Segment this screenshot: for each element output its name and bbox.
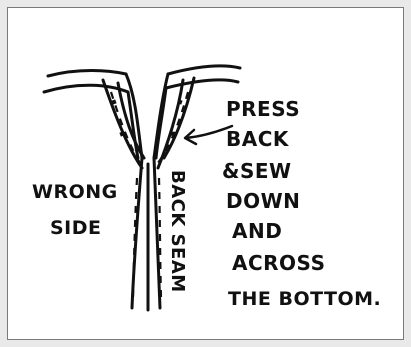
instruction-line-7: THE BOTTOM. (228, 288, 381, 310)
pointer-arrow (185, 126, 232, 144)
instruction-line-5: AND (232, 219, 282, 243)
instruction-line-2: BACK (226, 127, 290, 151)
instruction-line-1: PRESS (226, 97, 300, 121)
left-seam-flap (44, 71, 144, 169)
wrong-side-label-line-2: SIDE (50, 217, 102, 239)
instruction-line-6: ACROSS (232, 251, 325, 275)
back-seam-label: BACK SEAM (167, 170, 188, 293)
seam-pressing-illustration: WRONG SIDE BACK SEAM PRESS BACK &SEW DOW… (8, 8, 405, 341)
instruction-line-4: DOWN (226, 189, 300, 213)
wrong-side-label-line-1: WRONG (32, 181, 118, 203)
instruction-line-3: &SEW (222, 159, 292, 183)
illustration-panel: WRONG SIDE BACK SEAM PRESS BACK &SEW DOW… (7, 7, 404, 340)
